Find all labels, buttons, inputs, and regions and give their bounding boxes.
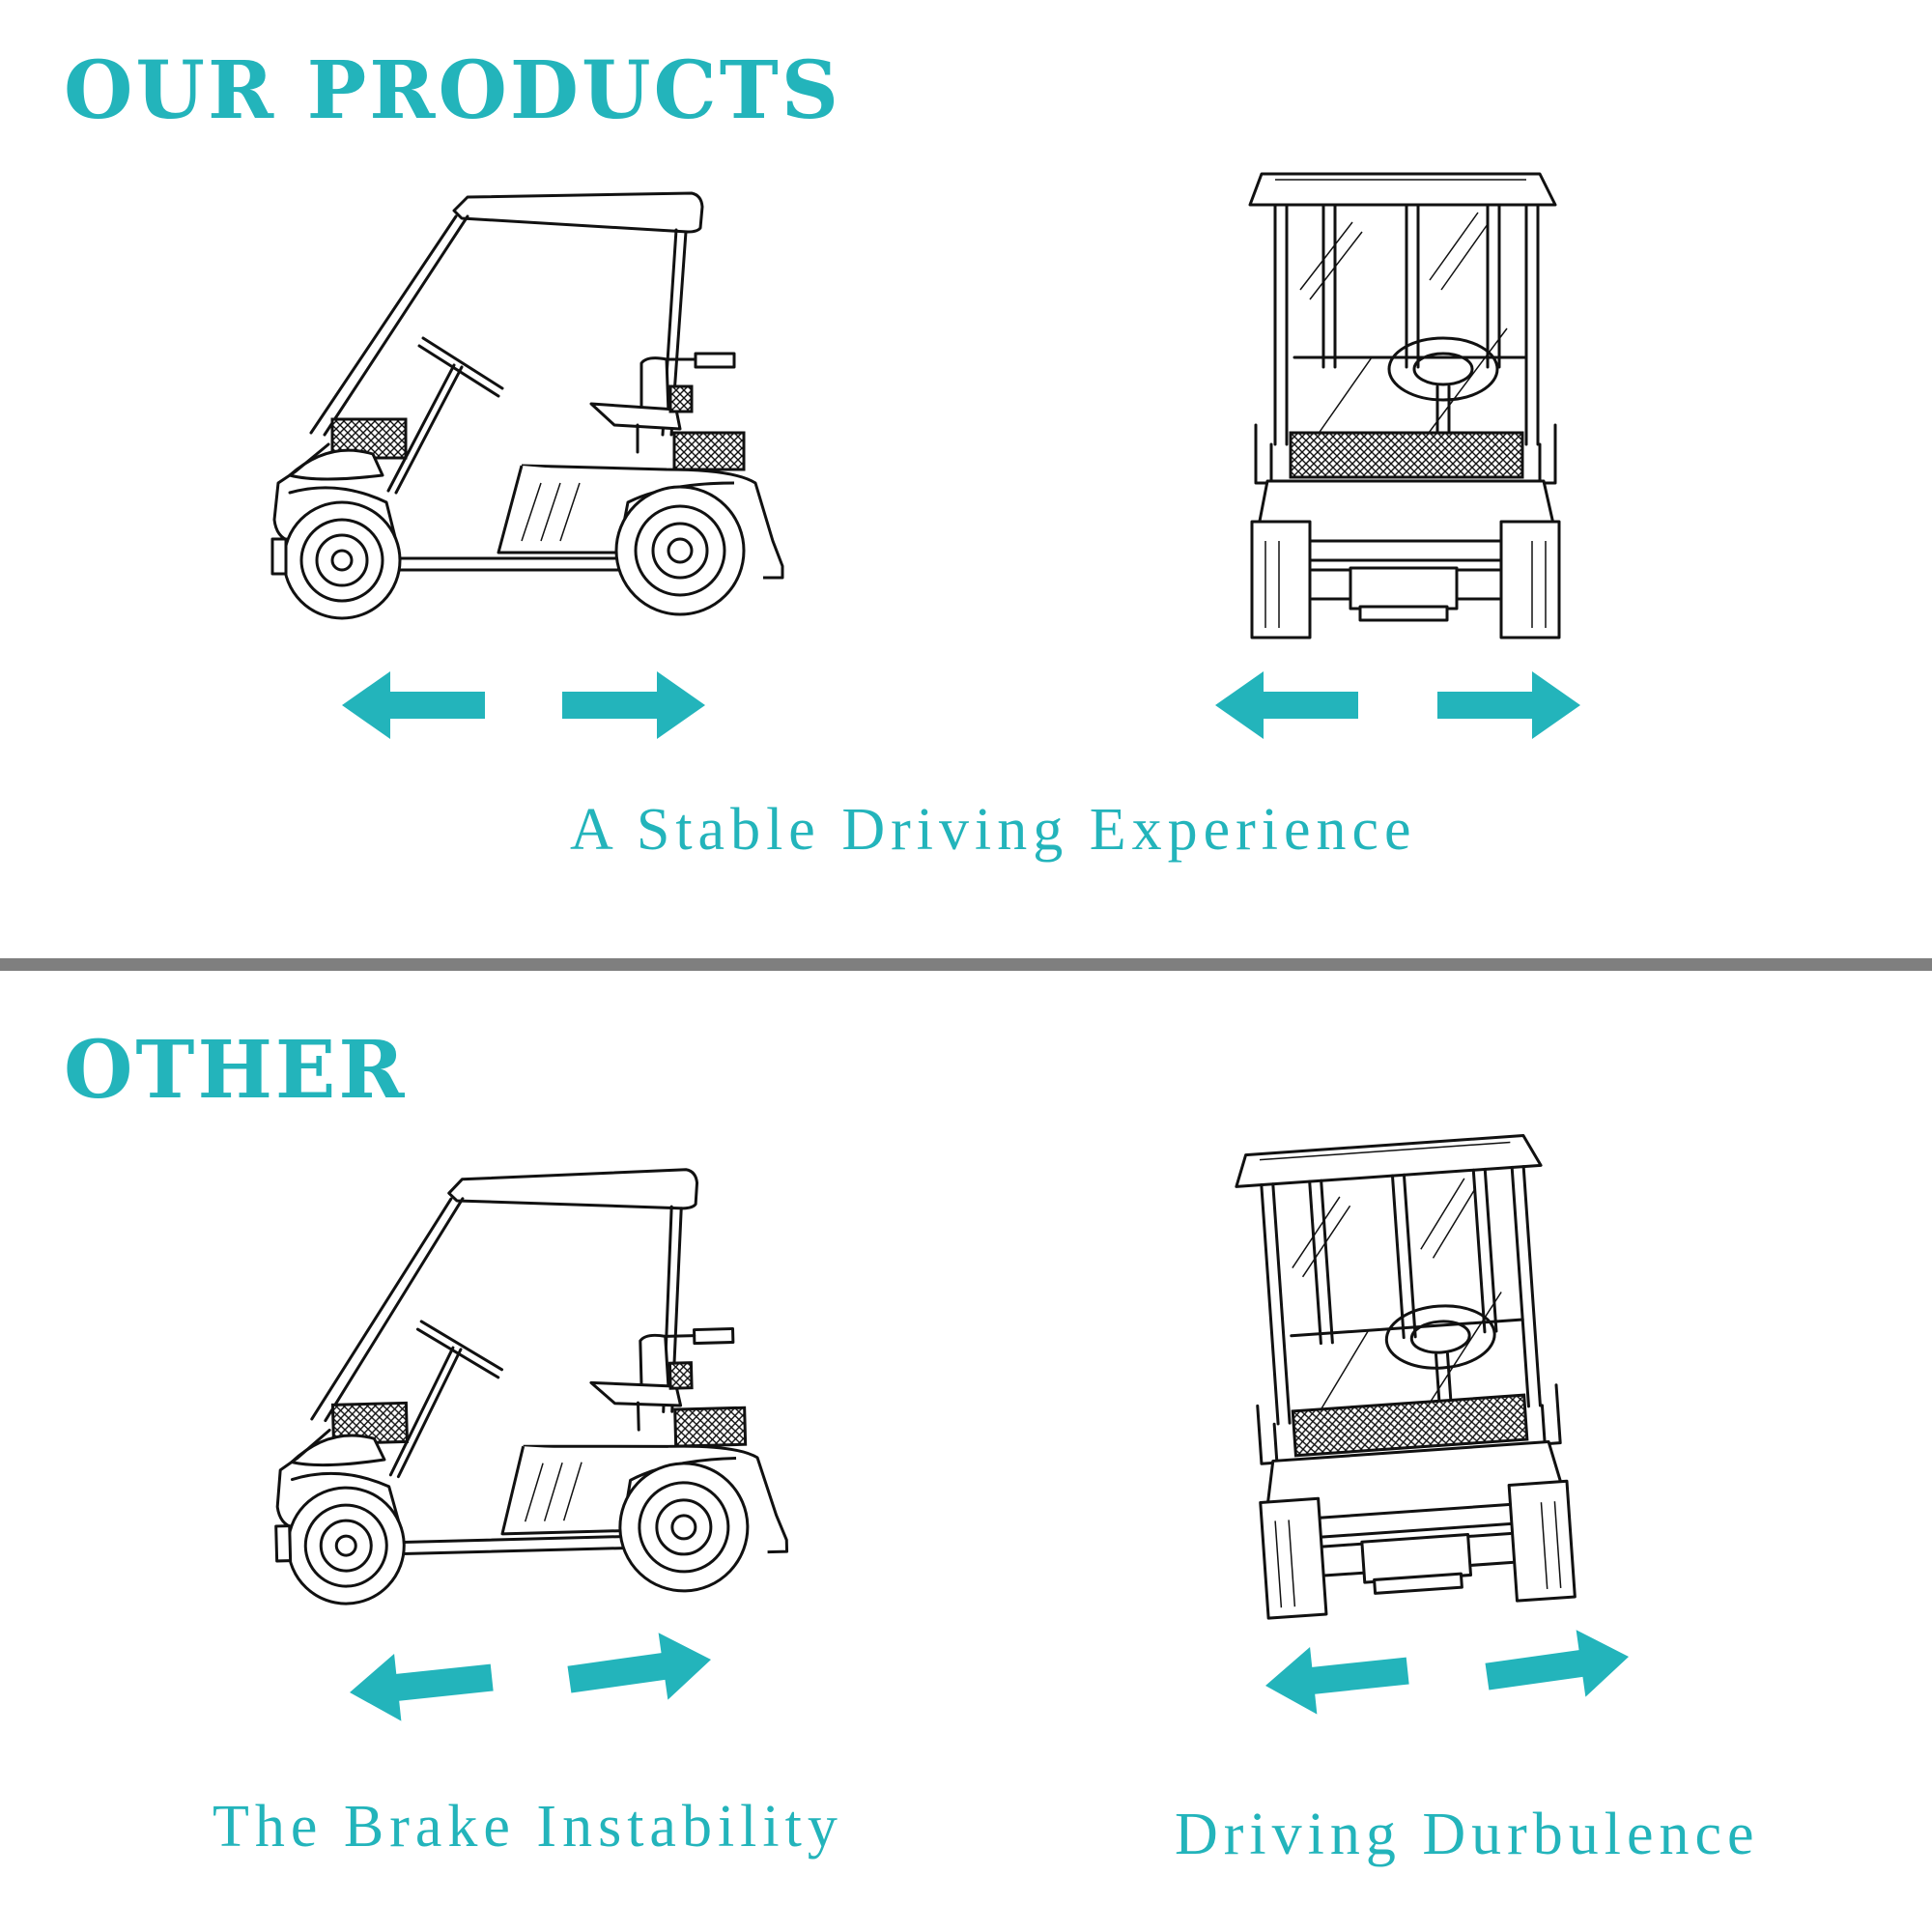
section-heading-other: OTHER [64,1024,408,1117]
section-divider [0,958,1932,971]
caption-stable-driving: A Stable Driving Experience [570,797,1417,863]
section-heading-our-products: OUR PRODUCTS [64,44,841,137]
caption-brake-instability: The Brake Instability [213,1794,843,1860]
arrow-right-icon [1482,1623,1634,1711]
arrow-left-icon [1262,1636,1411,1719]
caption-driving-durbulence: Driving Durbulence [1175,1802,1760,1867]
arrow-right-icon [564,1626,716,1714]
arrow-left-icon [346,1643,496,1726]
